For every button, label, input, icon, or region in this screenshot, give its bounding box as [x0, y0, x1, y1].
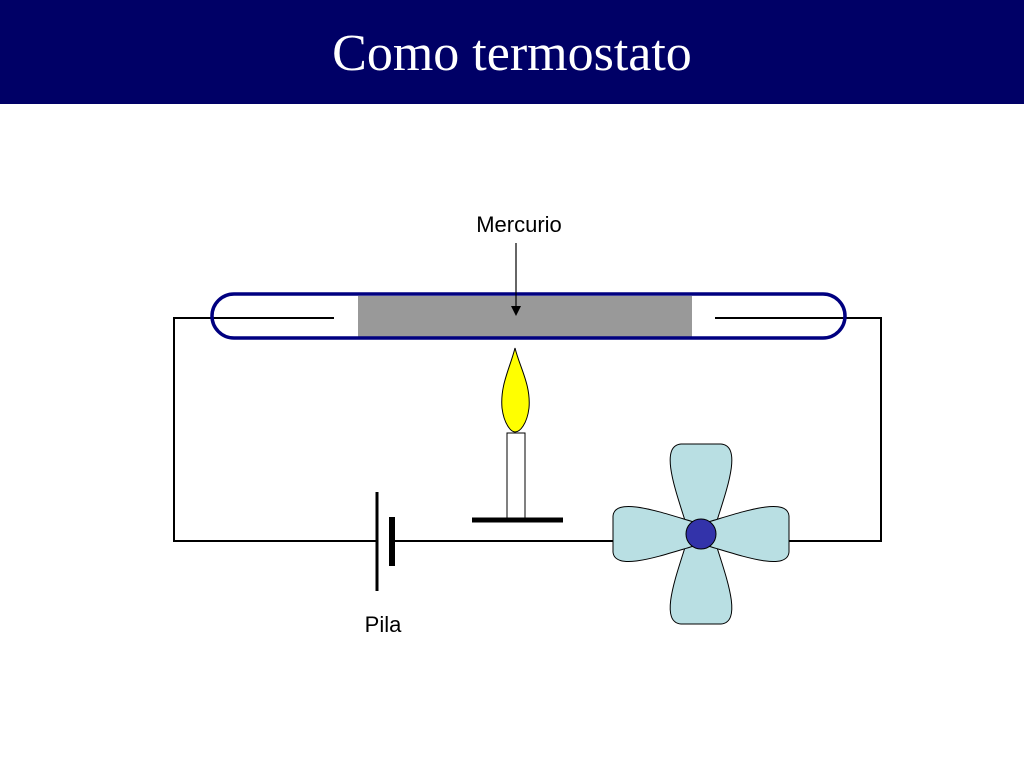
mercury-tube — [210, 292, 847, 340]
tube-outline — [210, 292, 847, 340]
fan-icon — [612, 443, 790, 625]
candle-flame-icon — [501, 347, 530, 433]
fan-blade-left — [612, 506, 702, 562]
slide-title: Como termostato — [332, 25, 692, 82]
candle-body — [506, 432, 526, 520]
circuit-wires — [173, 317, 882, 542]
fan-blade-bottom — [669, 533, 733, 625]
mercury-arrow — [511, 243, 521, 316]
title-bar: Como termostato — [0, 0, 1024, 104]
fan-blade-right — [700, 506, 790, 562]
wire-left — [173, 317, 377, 542]
mercury-column — [358, 296, 692, 337]
battery-label: Pila — [365, 612, 402, 637]
fan-hub — [685, 518, 717, 550]
candle-burner — [472, 347, 563, 523]
mercury-label: Mercurio — [476, 212, 562, 237]
fan-blade-top — [669, 443, 733, 535]
battery-icon — [375, 492, 395, 591]
wire-right — [715, 317, 882, 542]
